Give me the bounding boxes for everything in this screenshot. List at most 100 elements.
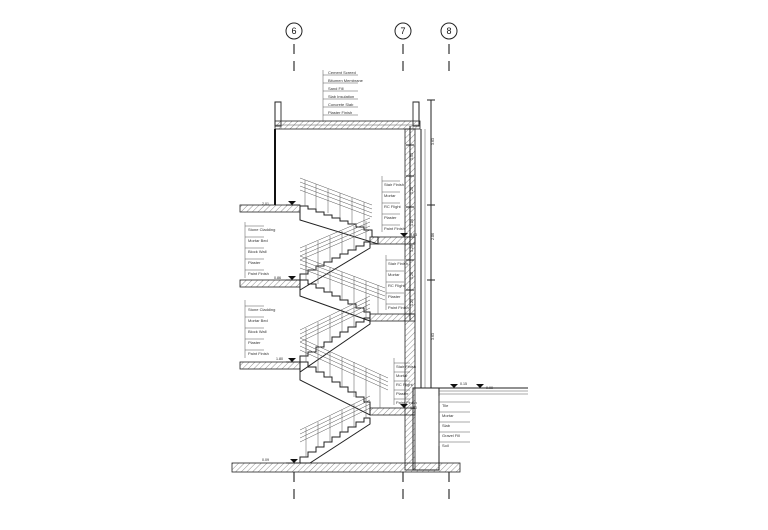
stair-tag-2-2: Mortar [388, 272, 400, 277]
landings [231, 204, 461, 473]
handrail-2 [299, 217, 371, 274]
flight-2 [299, 241, 371, 291]
dim-4-text: 1.26 [410, 272, 414, 279]
stair-tag-1-2: Mortar [384, 193, 396, 198]
handrail-6 [299, 395, 371, 457]
flight-4 [299, 317, 371, 373]
roof-layer-5: Concrete Slab [328, 102, 354, 107]
roof-layer-1: Cement Screed [328, 70, 356, 75]
stair-tag-1-1: Stair Finish [384, 182, 404, 187]
ground-tag-2: Mortar [442, 413, 454, 418]
roof-layer-6: Plaster Finish [328, 110, 352, 115]
dim-top-text: 1.53 [410, 153, 414, 160]
grid-label-8: 8 [446, 26, 451, 36]
landing-low-right [369, 407, 416, 416]
stair-tag-3: Stair Finish Mortar RC Flight Plaster Pa… [393, 358, 417, 405]
exterior-ground [439, 387, 528, 395]
level-lobby-text: 0.60 [410, 406, 417, 410]
wall-tag-lower-5: Paint Finish [248, 351, 269, 356]
ground-tag-1: Tile [442, 403, 449, 408]
handrail-4 [299, 295, 371, 356]
grid-bubble-8 [440, 22, 458, 40]
stair-tag-2: Stair Finish Mortar RC Flight Plaster Pa… [385, 255, 409, 310]
level-marker-low: 1.80 [276, 357, 300, 363]
stair-tag-1-5: Paint Finish [384, 226, 405, 231]
flight-6 [299, 417, 371, 464]
grid-bubble-7 [394, 22, 412, 40]
level-marker-upper: 2.01 [262, 201, 300, 206]
dim-right-top-text: 3.63 [431, 138, 435, 145]
handrail-5 [299, 337, 389, 408]
landing-mid-right [369, 313, 416, 322]
level-upper-text: 2.01 [262, 202, 269, 206]
landing-upper-left [239, 204, 301, 213]
level-markers: 2.01 0.86 1.80 3.63 0.60 0.15 0.00 [262, 201, 493, 464]
level-low-text: 1.80 [276, 357, 283, 361]
grid-label-6: 6 [291, 26, 296, 36]
flight-5 [299, 361, 371, 416]
dim-3-text: 1.20 [410, 245, 414, 252]
level-top-text: 3.63 [410, 233, 417, 237]
stair-tag-3-5: Paint Finish [396, 400, 417, 405]
grid-label-7: 7 [400, 26, 405, 36]
landing-upper-right [369, 236, 416, 245]
ground-tag: Tile Mortar Slab Gravel Fill Soil [438, 396, 470, 448]
roof-structure [274, 101, 421, 130]
stair-tag-3-3: RC Flight [396, 382, 414, 387]
roof-layer-4: Slab Insulation [328, 94, 354, 99]
stair-tag-3-1: Stair Finish [396, 364, 416, 369]
stair-tag-2-1: Stair Finish [388, 261, 408, 266]
dim-right-low-text: 3.63 [431, 333, 435, 340]
roof-layer-3: Sand Fill [328, 86, 344, 91]
wall-tag-lower-3: Block Wall [248, 329, 267, 334]
stair-tag-3-4: Plaster [396, 391, 409, 396]
dim-5-text: 1.20 [410, 299, 414, 306]
wall-tag-upper-4: Plaster [248, 260, 261, 265]
wall-tag-upper-5: Paint Finish [248, 271, 269, 276]
dim-1-text: 1.20 [410, 187, 414, 194]
wall-tag-upper: Stone Cladding Mortar Bed Block Wall Pla… [244, 222, 275, 278]
level-ground-right-text: 0.00 [486, 386, 493, 390]
stair-tag-1-4: Plaster [384, 215, 397, 220]
walls [274, 128, 440, 471]
dimension-chain: 1.53 1.20 1.26 1.20 1.26 1.20 3.63 2.86 … [406, 99, 435, 389]
wall-tag-lower-1: Stone Cladding [248, 307, 275, 312]
landing-mid-left [239, 279, 301, 288]
ground-slab [231, 462, 461, 473]
stair-tag-3-2: Mortar [396, 373, 408, 378]
ground-tag-4: Gravel Fill [442, 433, 460, 438]
level-marker-top: 3.63 [400, 233, 417, 237]
grid-bubble-6 [285, 22, 303, 40]
wall-tag-upper-2: Mortar Bed [248, 238, 268, 243]
wall-tag-upper-1: Stone Cladding [248, 227, 275, 232]
stair-tag-2-4: Plaster [388, 294, 401, 299]
landing-low-left [239, 361, 301, 370]
handrails [299, 177, 389, 457]
level-bottom-text: 0.09 [262, 458, 269, 462]
level-marker-ground-right: 0.00 [476, 384, 493, 390]
ground-tag-3: Slab [442, 423, 451, 428]
wall-tag-lower-2: Mortar Bed [248, 318, 268, 323]
wall-tag-upper-3: Block Wall [248, 249, 267, 254]
grid-axes: 6 7 8 [285, 22, 458, 500]
level-marker-ground-step: 0.15 [450, 382, 467, 388]
wall-tag-lower: Stone Cladding Mortar Bed Block Wall Pla… [244, 300, 275, 358]
stair-tag-1-3: RC Flight [384, 204, 402, 209]
stair-tag-2-3: RC Flight [388, 283, 406, 288]
ground-tag-5: Soil [442, 443, 449, 448]
stair-tag-2-5: Paint Finish [388, 305, 409, 310]
flight-3 [299, 279, 371, 322]
stair-tag-1: Stair Finish Mortar RC Flight Plaster Pa… [381, 176, 405, 232]
level-marker-bottom: 0.09 [262, 458, 300, 464]
flight-1 [299, 205, 379, 245]
dim-2-text: 1.26 [410, 219, 414, 226]
roof-layer-tag: Cement Screed Bitumen Membrane Sand Fill… [322, 70, 364, 122]
level-mid-text: 0.86 [274, 276, 281, 280]
level-marker-mid: 0.86 [274, 276, 300, 281]
handrail-1 [299, 177, 373, 227]
wall-tag-lower-4: Plaster [248, 340, 261, 345]
roof-layer-2: Bitumen Membrane [328, 78, 364, 83]
dim-right-mid-text: 2.86 [431, 233, 435, 240]
level-ground-step-text: 0.15 [460, 382, 467, 386]
